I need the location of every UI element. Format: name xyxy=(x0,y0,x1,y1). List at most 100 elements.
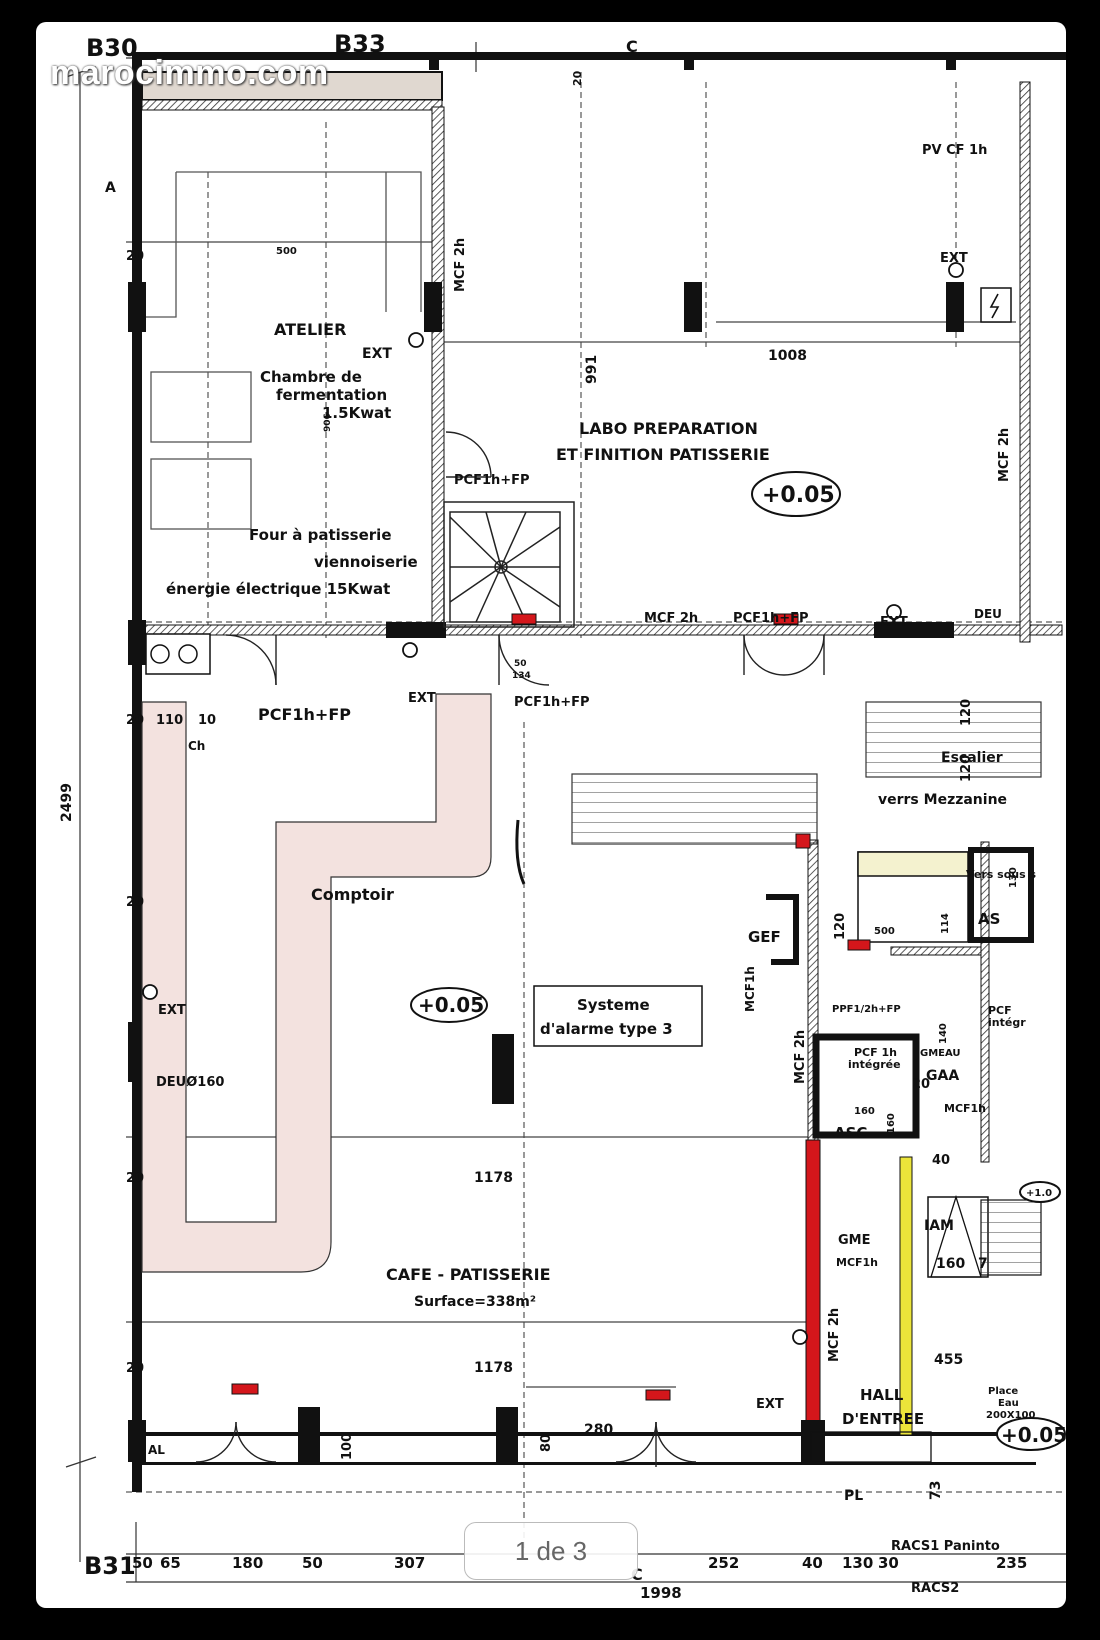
page-indicator-button[interactable]: 1 de 3 xyxy=(464,1522,638,1580)
escalier-label-2: verrs Mezzanine xyxy=(878,792,1007,808)
escalier-stair xyxy=(865,701,1042,778)
dim-20-b: 20 xyxy=(126,713,144,728)
room-surface: Surface=338m² xyxy=(414,1294,536,1310)
door-pcf-int-1: PCF 1h xyxy=(854,1046,897,1059)
dim-50-stair: 50 xyxy=(514,659,527,669)
dim-110: 110 xyxy=(156,713,183,728)
dim-20-a: 20 xyxy=(126,249,144,264)
gef-label: GEF xyxy=(748,928,781,946)
door-mcf-2h-c: MCF 2h xyxy=(997,428,1012,482)
dim-1178-a: 1178 xyxy=(474,1170,513,1186)
level-small: +1.0 xyxy=(1026,1188,1052,1199)
dim-20-e: 20 xyxy=(126,1361,144,1376)
bottom-dim-9: 235 xyxy=(996,1554,1027,1572)
pl-label: PL xyxy=(844,1488,863,1504)
dim-114: 114 xyxy=(940,913,951,934)
door-ppf: PPF1/2h+FP xyxy=(832,1004,901,1015)
deu-label: DEUØ160 xyxy=(156,1075,224,1090)
hall-label-2: D'ENTREE xyxy=(842,1410,924,1428)
door-pcf-int-3: PCF xyxy=(988,1004,1012,1017)
dim-280: 280 xyxy=(584,1422,613,1438)
al-label: AL xyxy=(148,1443,165,1457)
level-labo: +0.05 xyxy=(762,483,835,508)
dim-total-height: 2499 xyxy=(59,783,75,822)
dim-120-a: 120 xyxy=(959,699,974,726)
iam-label: IAM xyxy=(924,1218,954,1234)
door-pcf-int-2: intégrée xyxy=(848,1058,901,1071)
dim-455: 455 xyxy=(934,1352,963,1368)
ext-label-4: EXT xyxy=(408,691,436,706)
walls xyxy=(132,52,1066,1492)
technical-core xyxy=(766,847,1042,1463)
hall-label-1: HALL xyxy=(860,1386,904,1404)
mezzanine-stair xyxy=(571,773,818,845)
alarm-label-1: Systeme xyxy=(577,996,650,1014)
bottom-dim-4: 307 xyxy=(394,1554,425,1572)
room-labo-1: LABO PREPARATION xyxy=(579,419,758,438)
escalier-label-1: Escalier xyxy=(941,750,1003,766)
dim-120-b: 120 xyxy=(959,755,974,782)
dim-20-asc: 20 xyxy=(912,1077,930,1092)
door-pv: PV CF 1h xyxy=(922,143,987,158)
dim-80: 80 xyxy=(539,1434,554,1452)
bottom-dim-5: 252 xyxy=(708,1554,739,1572)
dim-1178-b: 1178 xyxy=(474,1360,513,1376)
bottom-dim-8: 30 xyxy=(878,1554,899,1572)
door-mcf-2h-e: MCF 2h xyxy=(827,1308,842,1362)
plan-viewer: B30 B33 B31 A C C ATELIER Chambre de fer… xyxy=(36,22,1066,1608)
deu-label-2: DEU xyxy=(974,607,1002,621)
door-mcf-2h-a: MCF 2h xyxy=(644,611,698,626)
extinguisher-icons xyxy=(142,262,964,1345)
place-eau-label-1: Place xyxy=(988,1386,1018,1397)
vers-sous-label: Vers sous s xyxy=(966,868,1036,881)
dim-160-a: 160 xyxy=(854,1106,875,1117)
plan-labels: B30 B33 B31 A C C ATELIER Chambre de fer… xyxy=(59,30,1066,1602)
dim-500-s: 500 xyxy=(874,926,895,937)
axis-c-bottom: C xyxy=(631,1565,643,1584)
door-pcf-4: PCF1h+FP xyxy=(733,611,809,626)
ext-label-2: EXT xyxy=(940,251,968,266)
ext-label-3: EXT xyxy=(880,615,908,630)
chambre-label-1: Chambre de xyxy=(260,368,362,386)
axis-b31: B31 xyxy=(84,1552,136,1580)
door-mcf-2h-d: MCF 2h xyxy=(793,1030,808,1084)
dimension-lines xyxy=(65,42,1066,1583)
dim-40: 40 xyxy=(932,1153,950,1168)
chambre-label-2: fermentation xyxy=(276,386,387,404)
dim-73: 73 xyxy=(928,1481,944,1500)
racs1-label: RACS1 Paninto xyxy=(891,1539,1000,1554)
dim-120-c: 120 xyxy=(833,913,848,940)
dim-500: 500 xyxy=(276,246,297,257)
bottom-dim-2: 180 xyxy=(232,1554,263,1572)
axis-a: A xyxy=(105,180,116,196)
sink-icons xyxy=(145,633,211,675)
dim-1008: 1008 xyxy=(768,348,807,364)
comptoir-label: Comptoir xyxy=(311,885,394,904)
door-swings xyxy=(195,431,825,1467)
room-labo-2: ET FINITION PATISSERIE xyxy=(556,445,770,464)
gmeau-label: GMEAU xyxy=(920,1048,961,1059)
four-label-1: Four à patisserie xyxy=(249,526,392,544)
door-pcf-int-4: intégr xyxy=(988,1016,1026,1029)
door-pcf-2: PCF1h+FP xyxy=(258,705,351,724)
dim-140: 140 xyxy=(938,1023,949,1044)
axis-c-top: C xyxy=(626,37,638,56)
door-mcf-1h-c: MCF1h xyxy=(836,1256,878,1269)
level-ellipses xyxy=(410,471,1066,1451)
room-cafe: CAFE - PATISSERIE xyxy=(386,1265,551,1284)
door-pcf-3: PCF1h+FP xyxy=(514,695,590,710)
ch-label: Ch xyxy=(188,739,205,753)
place-eau-label-2: Eau xyxy=(998,1398,1019,1409)
dim-20-c: 20 xyxy=(126,895,144,910)
ext-label-5: EXT xyxy=(158,1003,186,1018)
dim-160-b: 160 xyxy=(886,1113,897,1134)
dim-130: 130 xyxy=(1008,867,1019,888)
dim-10: 10 xyxy=(198,713,216,728)
dim-160-c: 160 xyxy=(936,1256,965,1272)
ext-label-6: EXT xyxy=(756,1397,784,1412)
gaa-label: GAA xyxy=(926,1068,959,1084)
racs2-label: RACS2 xyxy=(911,1581,959,1596)
alarm-label-2: d'alarme type 3 xyxy=(540,1020,673,1038)
counter-bar-mark xyxy=(515,819,526,885)
dim-134: 134 xyxy=(512,671,531,681)
